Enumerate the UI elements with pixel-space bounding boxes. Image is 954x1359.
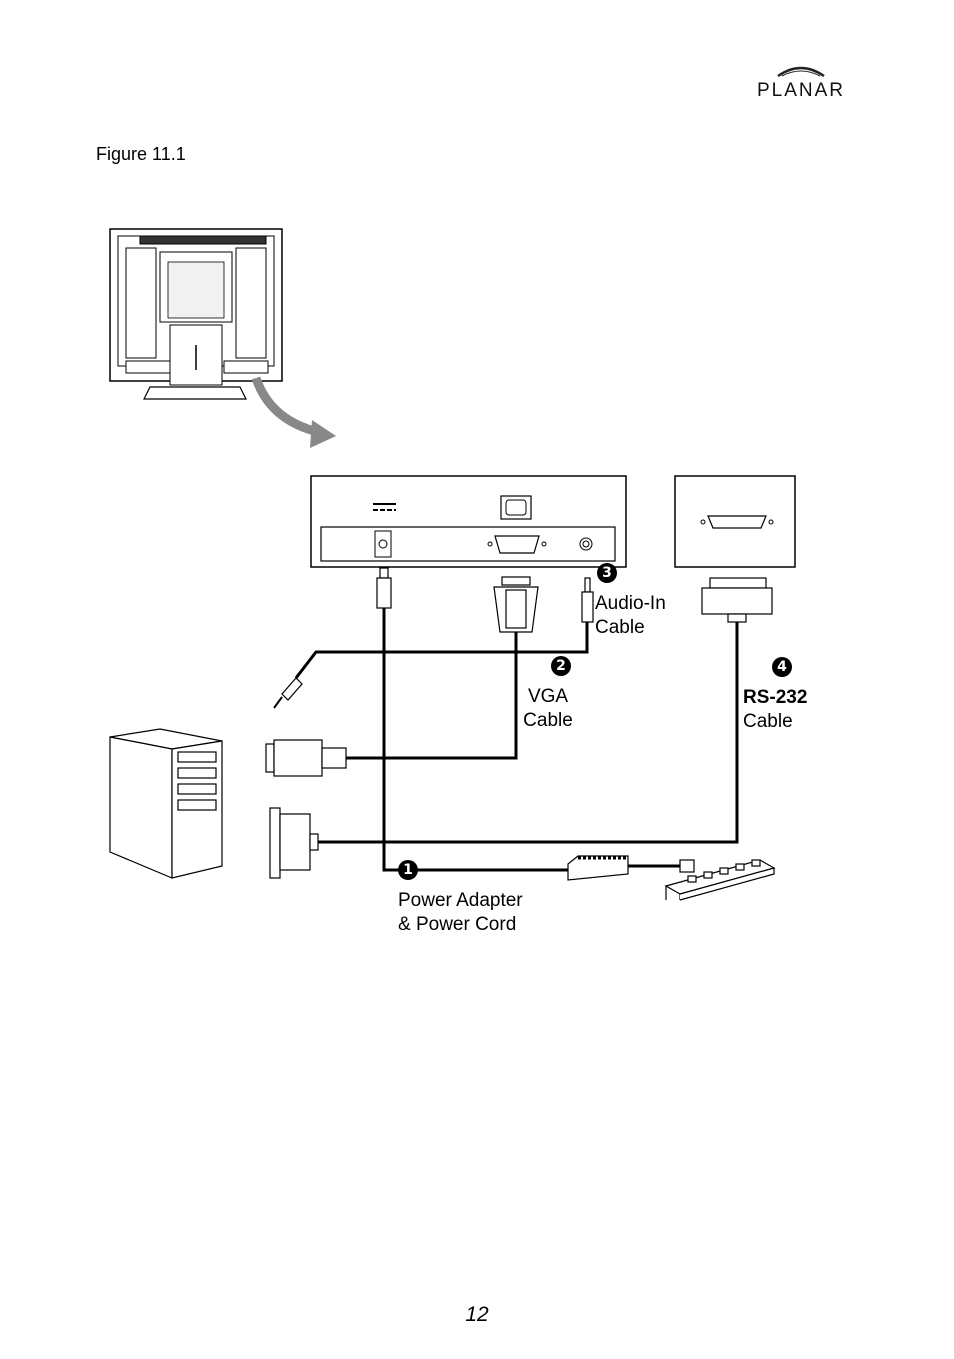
label-audio-line1: Audio-In bbox=[595, 593, 666, 614]
power-adapter bbox=[567, 855, 629, 881]
zoom-arrow-icon bbox=[251, 376, 336, 448]
badge-rs232: 4 bbox=[772, 657, 792, 677]
brand-name: PLANAR bbox=[756, 80, 846, 101]
rs232-connector bbox=[701, 577, 773, 623]
power-plug bbox=[376, 567, 392, 609]
rs232-port-panel bbox=[674, 475, 796, 568]
pc-serial-plug bbox=[269, 807, 319, 879]
pc-audio-plug bbox=[273, 677, 303, 709]
label-rs232: RS-232 Cable bbox=[743, 686, 807, 734]
wall-plug bbox=[679, 859, 695, 873]
badge-vga: 2 bbox=[551, 656, 571, 676]
label-power-line1: Power Adapter bbox=[398, 890, 523, 911]
monitor-rear-view bbox=[109, 228, 283, 400]
pc-vga-plug bbox=[265, 739, 347, 777]
cables bbox=[294, 608, 739, 872]
power-strip bbox=[664, 859, 776, 901]
label-audio-line2: Cable bbox=[595, 617, 645, 638]
badge-power: 1 bbox=[398, 860, 418, 880]
label-vga-line2: Cable bbox=[523, 710, 573, 731]
audio-plug bbox=[581, 577, 594, 623]
page-number: 12 bbox=[465, 1303, 489, 1326]
label-vga-line1: VGA bbox=[527, 686, 569, 707]
planar-logo: PLANAR bbox=[742, 62, 860, 102]
vga-connector bbox=[493, 576, 539, 633]
pc-tower bbox=[109, 728, 223, 879]
label-audio-in: Audio-In Cable bbox=[595, 592, 666, 640]
figure-caption: Figure 11.1 bbox=[96, 144, 186, 164]
label-power: Power Adapter & Power Cord bbox=[398, 889, 523, 937]
badge-audio: 3 bbox=[597, 563, 617, 583]
monitor-connector-panel bbox=[310, 475, 627, 568]
label-power-line2: & Power Cord bbox=[398, 914, 517, 935]
label-rs232-line2: Cable bbox=[743, 711, 793, 732]
label-vga: VGA Cable bbox=[521, 685, 575, 733]
logo-swoosh-icon bbox=[777, 66, 825, 78]
label-rs232-line1: RS-232 bbox=[743, 687, 808, 708]
